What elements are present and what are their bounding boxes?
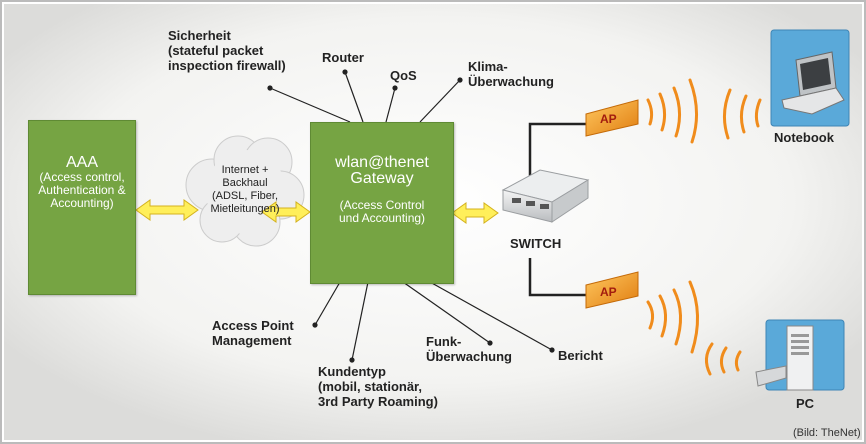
notebook-icon [770, 29, 850, 127]
access-point-bottom: AP [585, 271, 639, 309]
label-ap-management: Access Point Management [212, 318, 294, 348]
pc-icon [755, 319, 845, 391]
cloud-label: Internet + Backhaul (ADSL, Fiber, Mietle… [210, 164, 280, 215]
switch-label: SWITCH [510, 236, 562, 251]
wireless-waves-notebook [723, 88, 762, 140]
image-credit: (Bild: TheNet) [793, 427, 861, 439]
aaa-title: AAA [65, 154, 98, 171]
switch-device [501, 169, 590, 223]
access-point-top: AP [585, 99, 639, 137]
label-security: Sicherheit (stateful packet inspection f… [168, 28, 286, 73]
arrow-aaa-cloud [135, 199, 199, 221]
gateway-title: wlan@thenet Gateway [335, 154, 429, 187]
pc-label: PC [796, 396, 815, 411]
feature-leader-lines [267, 69, 555, 363]
aaa-box: AAA (Access control, Authentication & Ac… [28, 120, 136, 295]
label-router: Router [322, 50, 364, 65]
aaa-subtitle: (Access control, Authentication & Accoun… [38, 170, 126, 210]
label-report: Bericht [558, 348, 603, 363]
label-customer-type: Kundentyp (mobil, stationär, 3rd Party R… [318, 364, 438, 409]
switch-ap-wiring [528, 122, 590, 297]
label-qos: QoS [390, 68, 417, 83]
ap-label-bottom: AP [600, 285, 617, 299]
gateway-subtitle: (Access Control und Accounting) [338, 198, 426, 225]
wireless-waves-pc [705, 342, 742, 376]
internet-cloud [185, 135, 305, 247]
wireless-waves-ap-top [646, 78, 699, 144]
label-radio: Funk- Überwachung [426, 334, 512, 364]
notebook-label: Notebook [774, 130, 834, 145]
ap-label-top: AP [600, 112, 617, 126]
gateway-box: wlan@thenet Gateway (Access Control und … [310, 122, 454, 284]
arrow-gateway-switch [451, 202, 499, 224]
label-climate: Klima- Überwachung [468, 59, 554, 89]
wireless-waves-ap-bottom [646, 280, 700, 354]
